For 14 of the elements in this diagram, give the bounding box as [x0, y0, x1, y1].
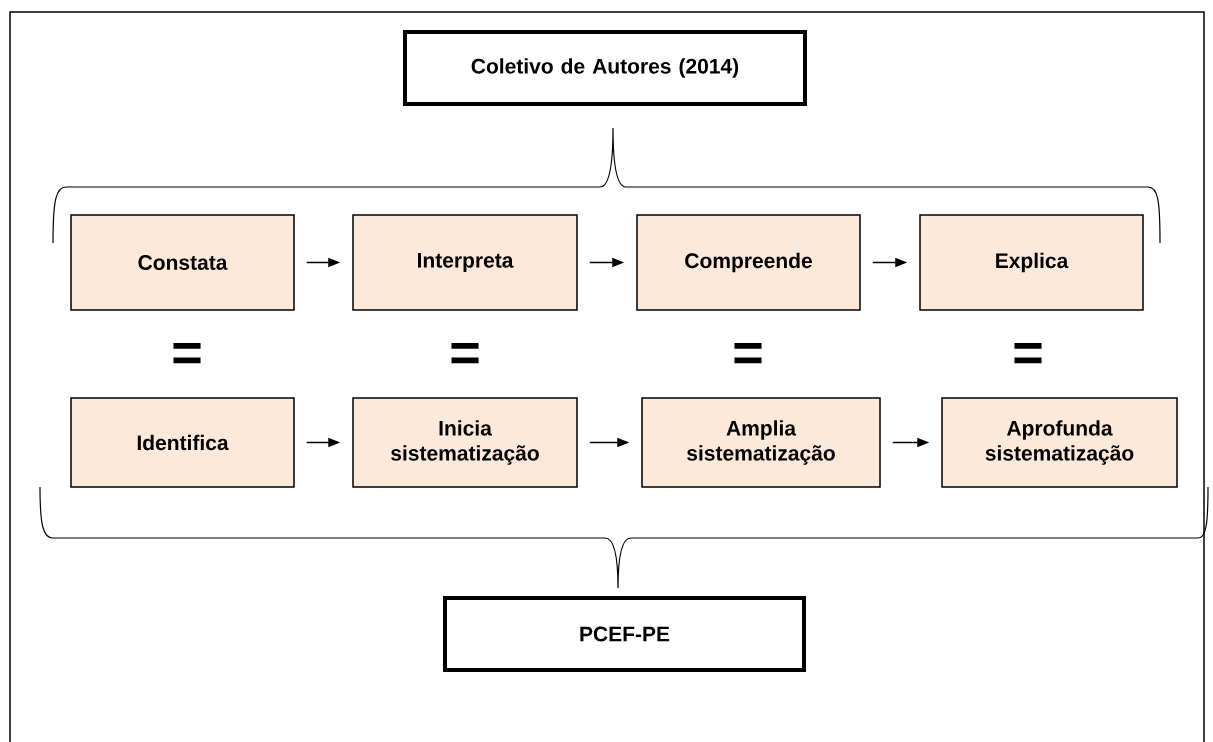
equals-sign: = — [451, 342, 479, 364]
source-box: PCEF-PE — [443, 596, 806, 672]
source-box: Coletivo de Autores (2014) — [403, 30, 807, 106]
step-box: Aprofunda sistematização — [941, 397, 1178, 488]
step-box: Constata — [70, 214, 295, 311]
step-box: Amplia sistematização — [641, 397, 881, 488]
step-box: Identifica — [70, 397, 295, 488]
step-box: Interpreta — [352, 214, 578, 311]
equals-sign: = — [1014, 342, 1042, 364]
step-box: Explica — [919, 214, 1144, 311]
equals-sign: = — [173, 342, 201, 364]
step-box: Compreende — [636, 214, 861, 311]
step-box: Inicia sistematização — [352, 397, 578, 488]
equals-sign: = — [734, 342, 762, 364]
